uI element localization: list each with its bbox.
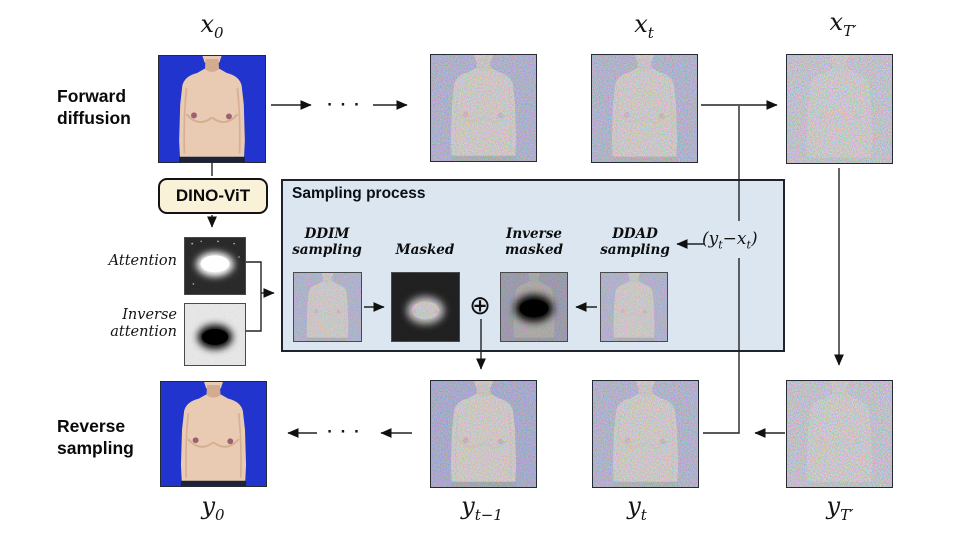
y0-image: [160, 381, 267, 487]
yt1-label: yt−1: [461, 492, 503, 524]
yt-image: [592, 380, 699, 488]
attention-map-image: [184, 237, 246, 295]
x0-image: [158, 55, 266, 163]
oplus-icon: ⊕: [469, 291, 491, 321]
xT-label: xT′: [829, 8, 857, 40]
bracket-attention-maps: [246, 261, 262, 332]
attention-label: Attention: [108, 253, 177, 269]
masked-label: Masked: [395, 242, 455, 258]
forward-noisy-image: [430, 54, 537, 162]
xT-image: [786, 54, 893, 164]
reverse-ellipsis: ∙ ∙ ∙: [327, 422, 361, 441]
forward-ellipsis: ∙ ∙ ∙: [327, 95, 361, 114]
yT-label: yT′: [826, 492, 854, 524]
reverse-sampling-label: Reverse sampling: [57, 415, 134, 459]
ddim-sample-image: [293, 272, 362, 342]
dino-vit-box: DINO-ViT: [158, 178, 268, 214]
forward-label-line2: diffusion: [57, 108, 131, 128]
x0-label: x0: [200, 10, 224, 42]
masked-image: [391, 272, 460, 342]
xt-image: [591, 54, 698, 163]
reverse-label-line1: Reverse: [57, 416, 126, 436]
yT-image: [786, 380, 893, 488]
inverse-attention-map-image: [184, 303, 246, 366]
diff-expression-label: (yt−xt): [702, 229, 758, 252]
xt-label: xt: [634, 10, 654, 42]
sampling-process-title: Sampling process: [292, 185, 426, 202]
dino-vit-label: DINO-ViT: [175, 186, 251, 205]
inverse-masked-image: [500, 272, 568, 342]
reverse-label-line2: sampling: [57, 438, 134, 458]
yt1-image: [430, 380, 537, 488]
y0-label: y0: [201, 492, 225, 524]
ddad-sample-image: [600, 272, 668, 342]
yt-label: yt: [627, 492, 647, 524]
forward-label-line1: Forward: [57, 86, 127, 106]
forward-diffusion-label: Forward diffusion: [57, 85, 131, 129]
